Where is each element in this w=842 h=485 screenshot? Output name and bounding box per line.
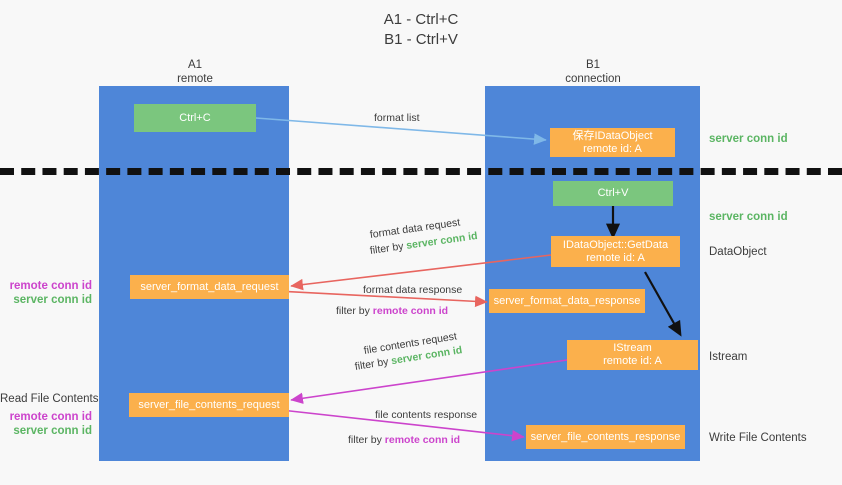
caption-server-conn-id-left-1: server conn id bbox=[0, 293, 92, 307]
node-istream-line1: IStream bbox=[613, 342, 652, 354]
node-idataobject-getdata[interactable]: IDataObject::GetData remote id: A bbox=[551, 236, 680, 267]
node-server-format-data-response-label: server_format_data_response bbox=[493, 294, 641, 307]
lane-b1-title: B1 bbox=[585, 59, 601, 71]
caption-server-conn-id-second: server conn id bbox=[709, 211, 788, 223]
caption-write-file-contents: Write File Contents bbox=[709, 432, 807, 444]
caption-dataobject: DataObject bbox=[709, 246, 767, 258]
lane-header-a1: A1 remote bbox=[130, 58, 260, 86]
node-ctrl-v[interactable]: Ctrl+V bbox=[553, 181, 673, 206]
node-istream-line2: remote id: A bbox=[603, 355, 662, 367]
node-save-idataobject-line2: remote id: A bbox=[583, 142, 642, 155]
label-format-list: format list bbox=[374, 112, 420, 124]
label-format-data-response-filter-value: remote conn id bbox=[372, 305, 449, 317]
lane-a1-subtitle: remote bbox=[177, 73, 213, 85]
lane-header-b1: B1 connection bbox=[528, 58, 658, 86]
node-server-format-data-request[interactable]: server_format_data_request bbox=[130, 275, 289, 299]
caption-remote-conn-id-left-1: remote conn id bbox=[0, 279, 92, 293]
label-format-data-response-filter: filter by remote conn id bbox=[336, 305, 448, 318]
node-server-file-contents-response[interactable]: server_file_contents_response bbox=[526, 425, 685, 449]
lane-a1-title: A1 bbox=[187, 59, 203, 71]
caption-server-conn-id-left-2-text: server conn id bbox=[13, 425, 92, 437]
node-save-idataobject-line1: 保存IDataObject bbox=[572, 129, 653, 142]
label-format-data-response: format data response bbox=[363, 284, 463, 296]
label-file-contents-response: file contents response bbox=[375, 409, 478, 421]
caption-istream: Istream bbox=[709, 351, 748, 363]
caption-server-conn-id-top: server conn id bbox=[709, 133, 788, 145]
caption-server-conn-id-left-2: server conn id bbox=[0, 424, 92, 438]
node-ctrl-c[interactable]: Ctrl+C bbox=[134, 104, 256, 132]
node-ctrl-v-label: Ctrl+V bbox=[597, 187, 629, 199]
node-ctrl-c-label: Ctrl+C bbox=[179, 111, 211, 124]
label-file-contents-response-filter-prefix: filter by bbox=[348, 434, 385, 446]
label-format-data-request-filter-prefix: filter by bbox=[369, 239, 408, 257]
title-line-2: B1 - Ctrl+V bbox=[384, 31, 458, 48]
lane-b1-subtitle: connection bbox=[565, 73, 621, 85]
label-file-contents-request-filter-prefix: filter by bbox=[353, 355, 393, 373]
title-line-1: A1 - Ctrl+C bbox=[383, 11, 459, 28]
caption-remote-conn-id-left-2: remote conn id bbox=[0, 410, 92, 424]
diagram-title: A1 - Ctrl+C B1 - Ctrl+V bbox=[0, 10, 842, 50]
node-server-file-contents-response-label: server_file_contents_response bbox=[530, 430, 681, 443]
node-server-file-contents-request-label: server_file_contents_request bbox=[138, 398, 280, 411]
node-istream[interactable]: IStream remote id: A bbox=[567, 340, 698, 370]
node-save-idataobject[interactable]: 保存IDataObject remote id: A bbox=[550, 128, 675, 157]
node-getdata-line2: remote id: A bbox=[586, 251, 645, 264]
caption-remote-conn-id-left-2-text: remote conn id bbox=[9, 411, 92, 423]
label-file-contents-response-filter: filter by remote conn id bbox=[348, 434, 460, 447]
node-server-format-data-response[interactable]: server_format_data_response bbox=[489, 289, 645, 313]
caption-server-conn-id-left-1-text: server conn id bbox=[13, 294, 92, 306]
label-file-contents-response-filter-value: remote conn id bbox=[384, 434, 461, 446]
label-format-data-response-filter-prefix: filter by bbox=[336, 305, 373, 317]
caption-read-file-contents: Read File Contents bbox=[0, 393, 99, 405]
node-getdata-line1: IDataObject::GetData bbox=[562, 238, 669, 251]
caption-remote-conn-id-left-1-text: remote conn id bbox=[9, 280, 92, 292]
phase-divider bbox=[0, 168, 842, 175]
node-server-file-contents-request[interactable]: server_file_contents_request bbox=[129, 393, 289, 417]
node-server-format-data-request-label: server_format_data_request bbox=[140, 280, 279, 293]
